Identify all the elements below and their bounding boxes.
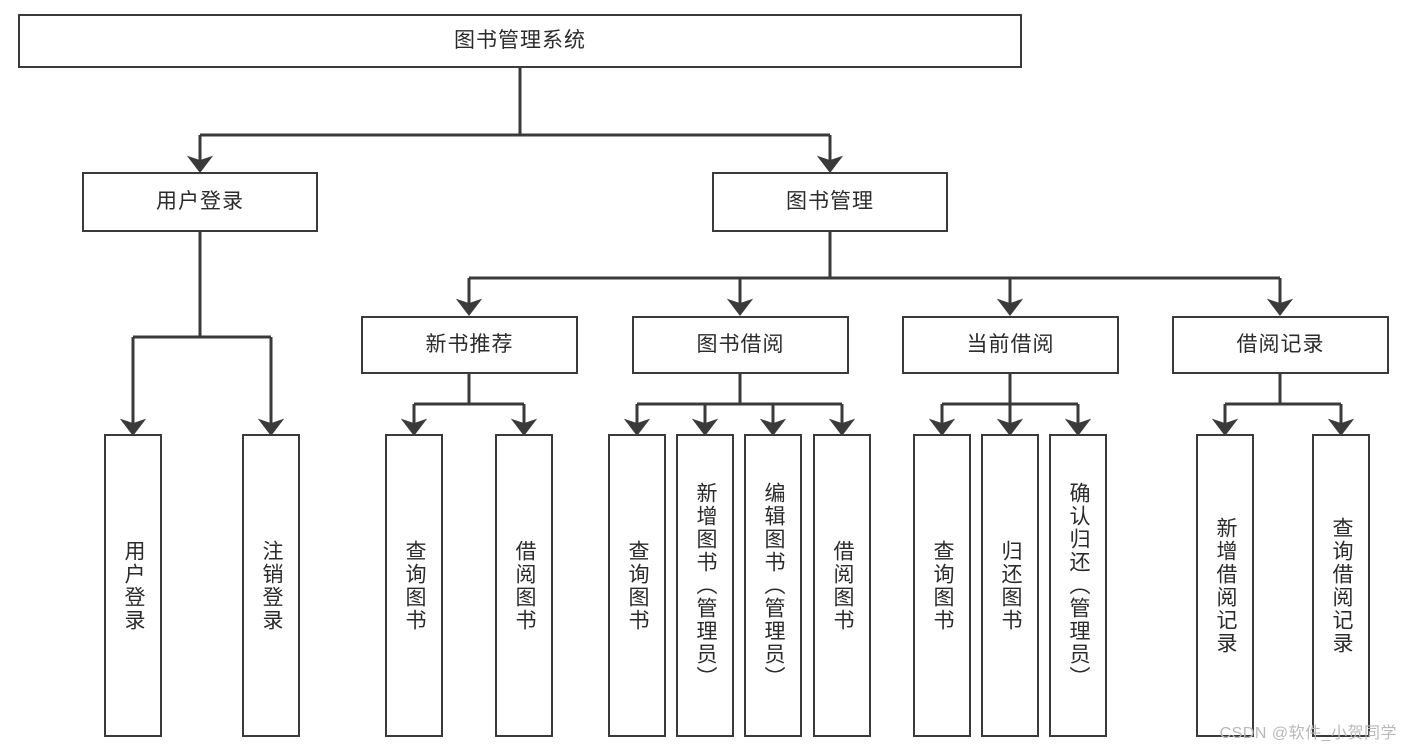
node-label: 当前借阅 — [966, 333, 1055, 357]
node-leaf-current-query-book[interactable]: 查询图书 — [913, 434, 971, 737]
node-leaf-current-return-book[interactable]: 归还图书 — [981, 434, 1039, 737]
node-label: 图书管理 — [786, 190, 874, 214]
node-root-library-system[interactable]: 图书管理系统 — [18, 14, 1022, 68]
node-label: 新书推荐 — [425, 333, 514, 357]
node-leaf-borrow-edit-book-admin[interactable]: 编辑图书（管理员） — [744, 434, 802, 737]
node-label: 确认归还（管理员） — [1067, 482, 1091, 689]
node-leaf-record-query[interactable]: 查询借阅记录 — [1312, 434, 1370, 737]
node-leaf-user-logout[interactable]: 注销登录 — [242, 434, 300, 737]
node-label: 借阅记录 — [1236, 333, 1325, 357]
node-book-manage[interactable]: 图书管理 — [712, 172, 948, 232]
node-leaf-user-login[interactable]: 用户登录 — [104, 434, 162, 737]
node-label: 归还图书 — [999, 539, 1023, 632]
node-label: 查询图书 — [931, 539, 955, 632]
node-new-book-recommend[interactable]: 新书推荐 — [361, 316, 578, 374]
node-leaf-borrow-take-book[interactable]: 借阅图书 — [813, 434, 871, 737]
node-label: 新增借阅记录 — [1214, 516, 1238, 655]
node-label: 编辑图书（管理员） — [762, 482, 786, 689]
node-label: 图书借阅 — [696, 333, 785, 357]
node-label: 借阅图书 — [513, 539, 537, 632]
node-label: 图书管理系统 — [454, 29, 586, 53]
node-leaf-borrow-query-book[interactable]: 查询图书 — [608, 434, 666, 737]
node-leaf-current-confirm-return-admin[interactable]: 确认归还（管理员） — [1049, 434, 1107, 737]
node-label: 注销登录 — [260, 539, 284, 632]
node-label: 借阅图书 — [831, 539, 855, 632]
node-label: 用户登录 — [156, 190, 244, 214]
csdn-watermark: CSDN @软件_小贺同学 — [1219, 725, 1397, 742]
node-label: 查询图书 — [626, 539, 650, 632]
node-user-login[interactable]: 用户登录 — [82, 172, 318, 232]
node-leaf-borrow-add-book-admin[interactable]: 新增图书（管理员） — [676, 434, 734, 737]
node-label: 查询图书 — [403, 539, 427, 632]
node-book-borrow[interactable]: 图书借阅 — [632, 316, 849, 374]
node-label: 查询借阅记录 — [1330, 516, 1354, 655]
node-leaf-recommend-query-book[interactable]: 查询图书 — [385, 434, 443, 737]
node-current-borrow[interactable]: 当前借阅 — [902, 316, 1119, 374]
node-leaf-record-add[interactable]: 新增借阅记录 — [1196, 434, 1254, 737]
node-leaf-recommend-borrow-book[interactable]: 借阅图书 — [495, 434, 553, 737]
node-label: 用户登录 — [122, 539, 146, 632]
node-borrow-record[interactable]: 借阅记录 — [1172, 316, 1389, 374]
node-label: 新增图书（管理员） — [694, 482, 718, 689]
